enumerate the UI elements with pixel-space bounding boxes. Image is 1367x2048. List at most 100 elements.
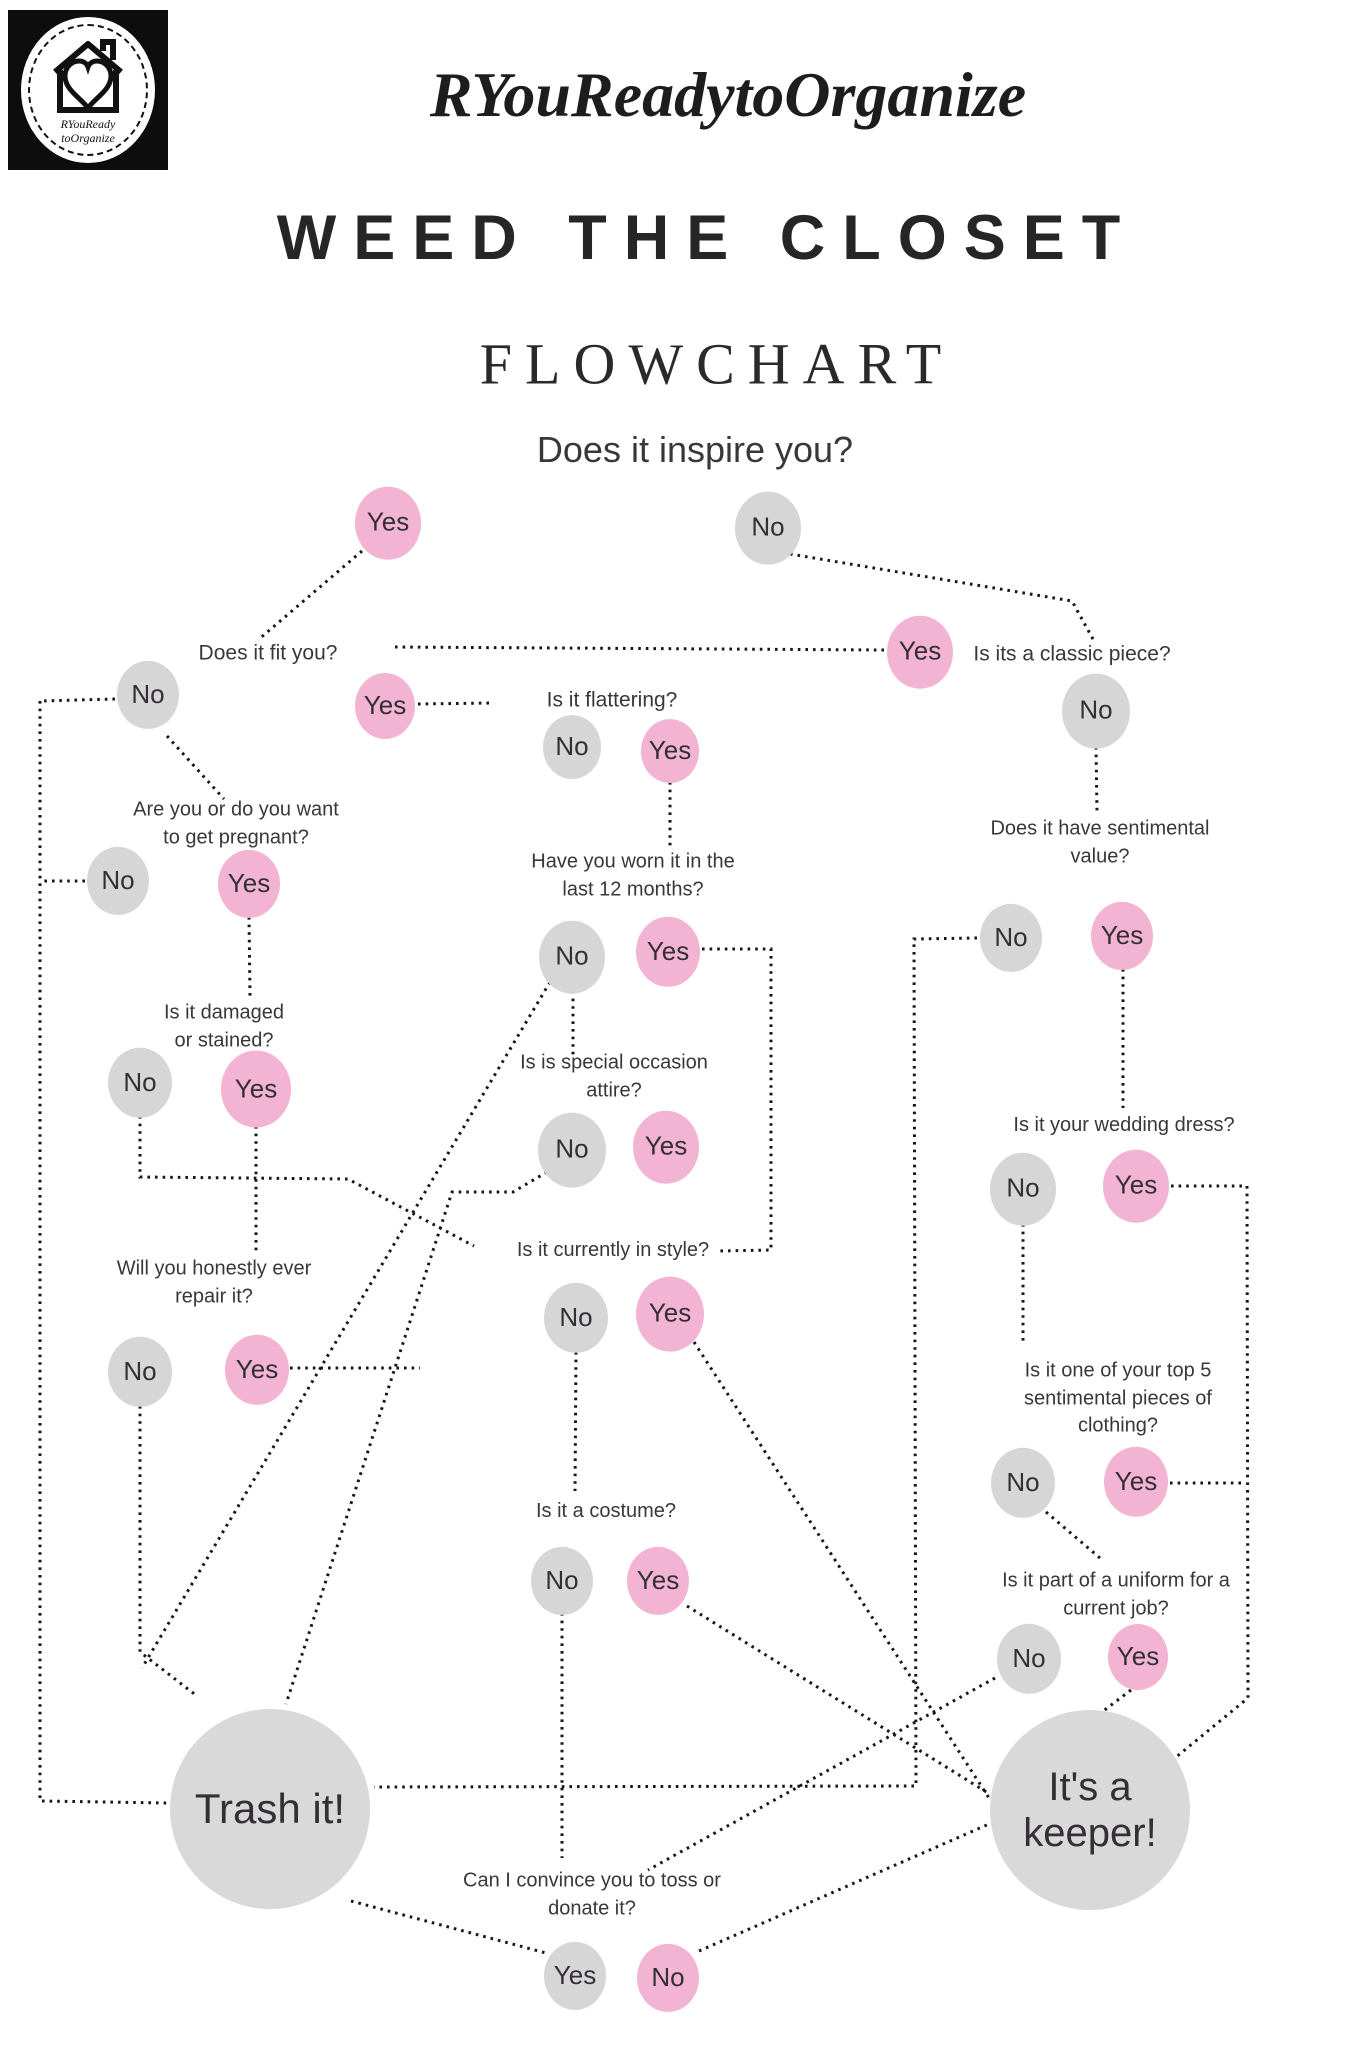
answer-label: Yes [898, 636, 942, 667]
edge-top5-no-to-uniform [1045, 1510, 1101, 1560]
answer-fit-no: No [117, 660, 179, 730]
answer-label: Yes [636, 1565, 680, 1596]
question-fit: Does it fit you? [199, 640, 338, 669]
label-line: keeper! [1023, 1811, 1157, 1855]
answer-label: No [123, 1356, 157, 1387]
question-classic: Is its a classic piece? [973, 641, 1170, 670]
house-heart-icon [53, 39, 123, 114]
answer-label: No [131, 679, 165, 710]
edge-fit-no-to-pregnant [165, 734, 226, 801]
answer-special-no: No [538, 1112, 606, 1188]
brand-name: RYouReadytoOrganize [429, 59, 1027, 130]
answer-sentimental-yes: Yes [1091, 901, 1153, 971]
label-line: current job? [1063, 1597, 1169, 1619]
answer-label: Yes [648, 1298, 692, 1329]
answer-inspire-no: No [735, 491, 801, 565]
edge-uniform-no-to-convince [647, 1676, 996, 1872]
edge-fit-no-to-left-rail [39, 697, 116, 703]
answer-convince-yes: Yes [544, 1941, 606, 2011]
answer-style-no: No [544, 1282, 608, 1354]
label-line: clothing? [1077, 1414, 1159, 1437]
label-line: Does it inspire you? [536, 429, 854, 471]
answer-label: No [545, 1565, 579, 1596]
label-line: to get pregnant? [163, 826, 309, 848]
brand-logo: RYouReady toOrganize [8, 10, 168, 170]
edge-classic-no-to-sentimental [1094, 746, 1099, 813]
edge-worn-yes-to-style [702, 947, 773, 1253]
question-costume: Is it a costume? [536, 1498, 676, 1526]
edge-style-no-to-costume [573, 1351, 578, 1492]
answer-label: Yes [227, 868, 271, 899]
edge-left-rail-to-trash [38, 701, 168, 1805]
question-pregnant: Are you or do you want to get pregnant? [133, 796, 339, 851]
answer-repair-no: No [108, 1336, 172, 1408]
answer-wedding-no: No [990, 1152, 1056, 1226]
edge-costume-yes-to-keeper [686, 1604, 989, 1795]
answer-label: Yes [1100, 920, 1144, 951]
question-uniform: Is it part of a uniform for a current job… [1002, 1567, 1230, 1622]
label-line: Is is special occasion [520, 1051, 708, 1074]
label-line: Is it part of a uniform for a [1002, 1569, 1230, 1592]
answer-worn-no: No [539, 920, 605, 994]
edge-worn-no-to-trash [140, 981, 552, 1669]
label-line: Is it a costume? [535, 1500, 677, 1523]
answer-label: No [555, 941, 589, 972]
label-line: Are you or do you want [133, 798, 339, 821]
label-line: Can I convince you to toss or [463, 1869, 721, 1892]
answer-top5-yes: Yes [1104, 1446, 1168, 1518]
edge-pregnant-yes-to-damaged [247, 916, 252, 997]
edge-inspire-yes-to-fit [257, 549, 363, 642]
question-flattering: Is it flattering? [547, 687, 678, 716]
edge-special-no-to-trash [284, 1170, 548, 1705]
page-title: WEED THE CLOSET [276, 203, 1138, 273]
edge-repair-no-to-trash [138, 1406, 198, 1698]
logo-script-line2: toOrganize [61, 131, 115, 145]
answer-style-yes: Yes [636, 1276, 704, 1352]
logo-script-line1: RYouReady [60, 117, 116, 131]
answer-flattering-yes: Yes [641, 719, 699, 783]
answer-label: No [101, 865, 135, 896]
answer-label: Yes [553, 1960, 597, 1991]
label-line: last 12 months? [562, 878, 704, 900]
answer-repair-yes: Yes [225, 1334, 289, 1406]
answer-label: Yes [366, 507, 410, 538]
answer-costume-yes: Yes [627, 1546, 689, 1616]
answer-label: No [1006, 1467, 1040, 1498]
answer-label: No [751, 512, 785, 543]
question-style: Is it currently in style? [517, 1237, 709, 1265]
answer-label: Yes [1114, 1170, 1158, 1201]
answer-special-yes: Yes [633, 1110, 699, 1184]
answer-label: Yes [1114, 1466, 1158, 1497]
edge-trash-to-convince-yes [350, 1899, 547, 1955]
label-line: It's a [1048, 1765, 1132, 1809]
label-line: sentimental pieces of [1024, 1387, 1212, 1410]
answer-damaged-yes: Yes [221, 1050, 291, 1128]
answer-label: No [1012, 1643, 1046, 1674]
label-line: or stained? [174, 1029, 274, 1051]
answer-label: No [555, 1134, 589, 1165]
label-line: Have you worn it in the [531, 850, 735, 873]
answer-classic-yes: Yes [887, 615, 953, 689]
label-line: Is it flattering? [546, 688, 678, 712]
answer-label: No [651, 1962, 685, 1993]
answer-label: Yes [644, 1131, 688, 1162]
answer-damaged-no: No [108, 1047, 172, 1119]
label-line: Trash it! [194, 1784, 346, 1832]
answer-uniform-no: No [997, 1623, 1061, 1695]
label-line: Is it your wedding dress? [1013, 1114, 1235, 1137]
answer-costume-no: No [531, 1546, 593, 1616]
answer-label: Yes [646, 936, 690, 967]
question-wedding: Is it your wedding dress? [1013, 1112, 1234, 1140]
label-line: Is its a classic piece? [973, 642, 1171, 666]
answer-label: Yes [1116, 1641, 1160, 1672]
page-subtitle: FLOWCHART [479, 331, 955, 397]
edge-classic-yes-to-fit [393, 645, 885, 652]
edge-sentimental-no-to-trash [373, 936, 978, 1789]
edge-fit-yes-to-flattering [417, 701, 493, 706]
answer-label: No [555, 731, 589, 762]
